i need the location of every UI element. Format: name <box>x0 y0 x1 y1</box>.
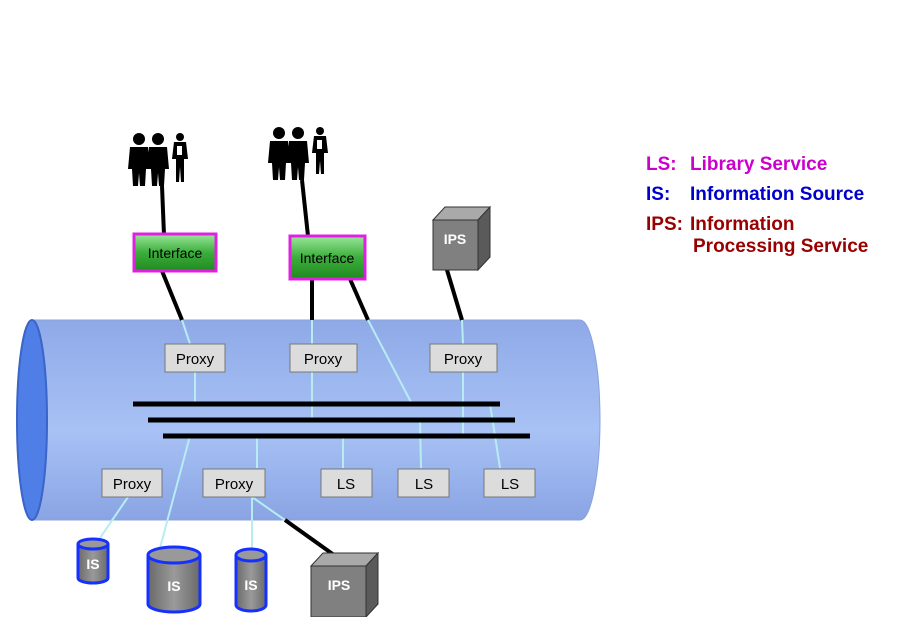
upper-links <box>160 179 464 321</box>
bus-lines <box>133 401 530 439</box>
database-cylinder-icon[interactable]: IS <box>146 545 202 614</box>
legend-item-is: IS: Information Source <box>646 184 868 206</box>
proxy-box[interactable]: Proxy <box>164 343 226 373</box>
proxy-label: Proxy <box>304 351 343 368</box>
ls-label: LS <box>501 476 519 493</box>
ips-label: IPS <box>328 577 351 593</box>
is-label: IS <box>86 556 99 572</box>
interface-box[interactable]: Interface <box>132 232 218 273</box>
legend-item-ls: LS: Library Service <box>646 154 868 176</box>
is-label: IS <box>244 577 257 593</box>
pipe-opening <box>16 319 48 521</box>
legend-item-ips: IPS: Information <box>646 214 868 236</box>
proxy-box[interactable]: Proxy <box>101 468 163 498</box>
is-label: IS <box>167 578 180 594</box>
proxy-label: Proxy <box>444 351 483 368</box>
legend-key: IS: <box>646 184 671 205</box>
people-icon <box>128 133 188 186</box>
library-service-box[interactable]: LS <box>397 468 450 498</box>
database-cylinder-icon[interactable]: IS <box>76 537 110 585</box>
people-icon <box>268 127 328 180</box>
ls-label: LS <box>415 476 433 493</box>
proxy-label: Proxy <box>113 476 152 493</box>
library-service-box[interactable]: LS <box>320 468 373 498</box>
internal-links <box>99 319 501 549</box>
legend-key: IPS: <box>646 214 683 235</box>
proxy-label: Proxy <box>215 476 254 493</box>
interface-box[interactable]: Interface <box>288 234 367 281</box>
library-service-box[interactable]: LS <box>483 468 536 498</box>
proxy-label: Proxy <box>176 351 215 368</box>
legend-text: Processing Service <box>693 236 869 257</box>
ips-label: IPS <box>444 231 467 247</box>
legend-item-ips-cont: Processing Service <box>646 236 868 258</box>
proxy-box[interactable]: Proxy <box>289 343 358 373</box>
interface-label: Interface <box>148 245 203 261</box>
server-cube-icon[interactable]: IPS <box>431 205 492 272</box>
legend: LS: Library Service IS: Information Source… <box>646 154 868 258</box>
legend-text: Library Service <box>690 154 828 175</box>
legend-text: Information Source <box>690 184 865 205</box>
legend-text: Information <box>690 214 795 235</box>
ls-label: LS <box>337 476 355 493</box>
proxy-box[interactable]: Proxy <box>429 343 498 373</box>
database-cylinder-icon[interactable]: IS <box>234 547 268 613</box>
legend-key: LS: <box>646 154 677 175</box>
proxy-box[interactable]: Proxy <box>202 468 266 498</box>
interface-label: Interface <box>300 250 355 266</box>
server-cube-icon[interactable]: IPS <box>309 551 380 617</box>
